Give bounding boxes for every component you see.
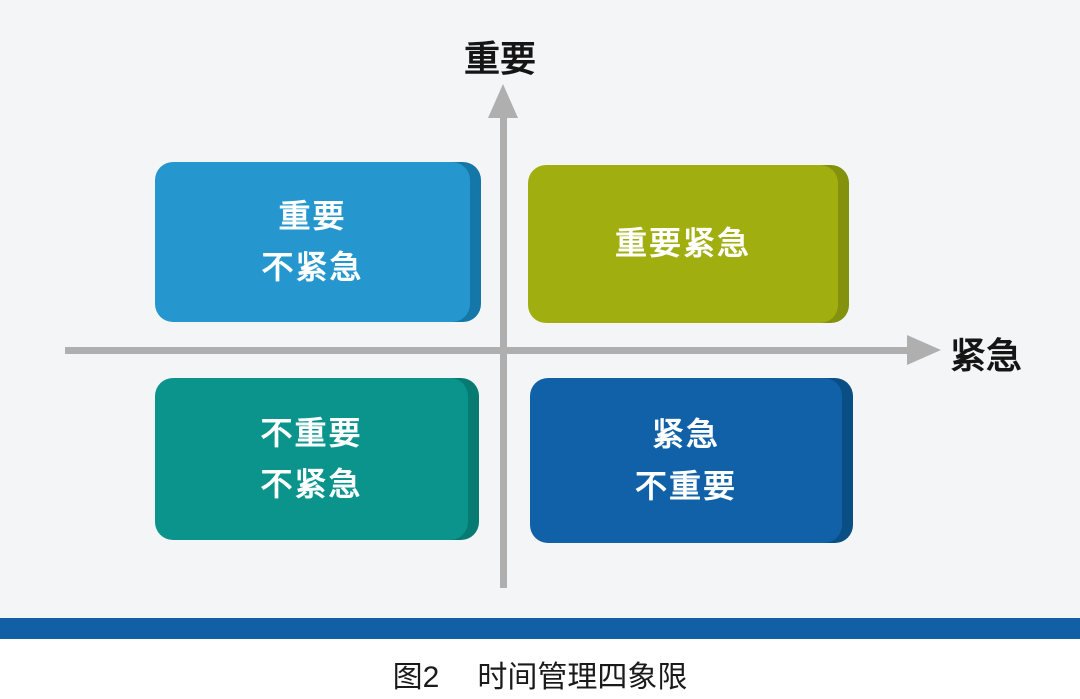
x-axis-line	[65, 347, 912, 354]
quadrant-label-line: 不紧急	[261, 249, 364, 285]
quadrant-important-not-urgent: 重要 不紧急	[155, 162, 470, 322]
quadrant-label-line: 不重要	[260, 414, 363, 451]
y-axis-arrow-icon	[488, 84, 518, 118]
quadrant-label-line: 紧急	[651, 416, 720, 453]
quadrant-label-line: 重要紧急	[614, 225, 751, 262]
divider-bar	[0, 618, 1080, 639]
quadrant-label-line: 不重要	[634, 467, 737, 504]
quadrant-not-important-not-urgent: 不重要 不紧急	[155, 378, 468, 540]
figure-title: 时间管理四象限	[477, 661, 688, 694]
y-axis-label: 重要	[463, 38, 537, 79]
figure-number: 图2	[392, 661, 440, 694]
quadrant-label-line: 重要	[278, 197, 347, 234]
quadrant-label-line: 不紧急	[260, 466, 363, 502]
quadrant-urgent-not-important: 紧急 不重要	[530, 378, 842, 543]
diagram-area: 重要 紧急 重要 不紧急 重要紧急 不重要 不紧急 紧急 不重要	[0, 0, 1080, 618]
x-axis-label: 紧急	[950, 335, 1023, 376]
x-axis-arrow-icon	[907, 335, 941, 365]
figure-caption: 图2 时间管理四象限	[0, 652, 1080, 696]
quadrant-important-urgent: 重要紧急	[528, 165, 838, 323]
